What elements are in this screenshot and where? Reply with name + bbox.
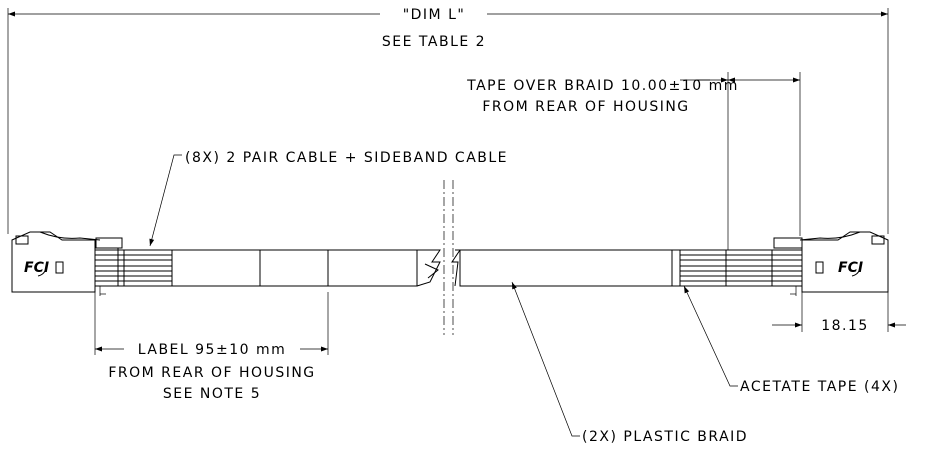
fci-logo-swoosh-left (37, 265, 47, 277)
right-cable-bundle (679, 249, 803, 287)
plastic-braid-label: (2X) PLASTIC BRAID (582, 429, 748, 445)
break-line (443, 180, 454, 335)
tape-over-braid-dimension (680, 72, 801, 250)
cable-callout-leader (149, 154, 182, 247)
label-see-note-text: SEE NOTE 5 (163, 386, 261, 402)
tape-over-braid-from-rear: FROM REAR OF HOUSING (482, 99, 689, 115)
dim-l-label: "DIM L" (403, 7, 466, 23)
fci-logo-left: FCI (24, 260, 49, 276)
dim-l-dimension (7, 8, 889, 234)
fci-logo-swoosh-right (851, 265, 861, 277)
tape-over-braid-label: TAPE OVER BRAID 10.00±10 mm (466, 78, 739, 94)
dim-18-label: 18.15 (821, 318, 869, 334)
see-table-label: SEE TABLE 2 (382, 34, 486, 50)
left-cable-bundle (94, 249, 173, 287)
fci-logo-right: FCI (838, 260, 863, 276)
acetate-tape-leader (683, 285, 738, 387)
latch-window-right (815, 261, 824, 274)
label-dim-text: LABEL 95±10 mm (138, 342, 286, 358)
right-connector (773, 231, 889, 296)
cable-callout-label: (8X) 2 PAIR CABLE + SIDEBAND CABLE (185, 150, 508, 166)
acetate-tape-label: ACETATE TAPE (4X) (740, 379, 899, 395)
latch-window-left (55, 261, 64, 274)
label-from-rear-text: FROM REAR OF HOUSING (108, 365, 315, 381)
dim-18-dimension (772, 292, 906, 332)
left-braid (171, 249, 441, 287)
plastic-braid-leader (511, 281, 580, 437)
label-dimension (94, 292, 329, 355)
